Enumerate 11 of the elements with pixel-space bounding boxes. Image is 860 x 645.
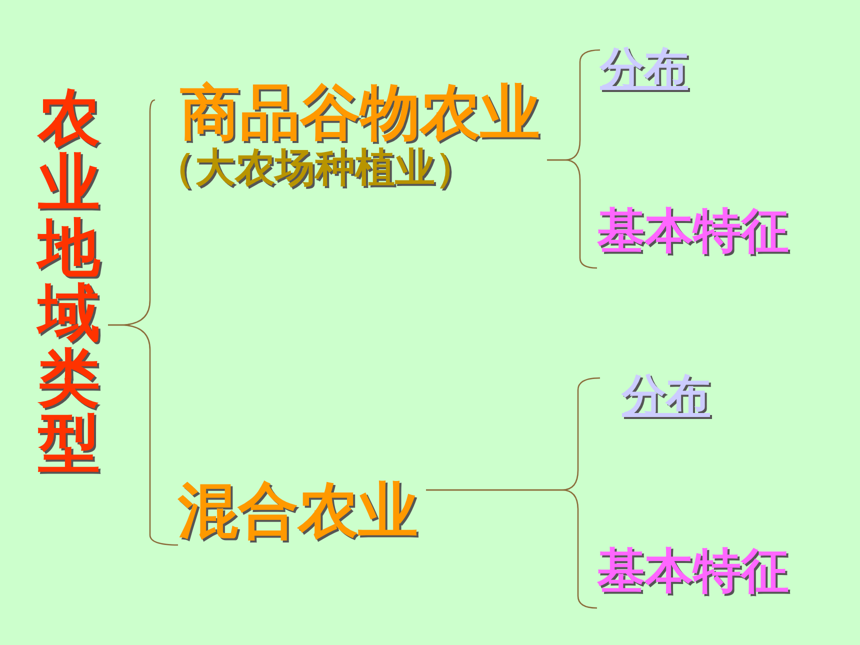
- type-subtitle: （大农场种植业）: [155, 146, 475, 190]
- topic-link: 分布: [600, 45, 725, 107]
- category-heading: 农业地域类型: [36, 85, 102, 475]
- brace-line: [108, 324, 178, 546]
- brace-line: [426, 489, 598, 609]
- type-heading: 混合农业: [178, 478, 426, 556]
- topic-label: 基本特征: [597, 545, 812, 613]
- topic-link: 分布: [600, 372, 740, 440]
- type-heading: 商品谷物农业: [179, 80, 540, 146]
- topic-label: 基本特征: [597, 205, 812, 273]
- brace-line: [547, 159, 598, 269]
